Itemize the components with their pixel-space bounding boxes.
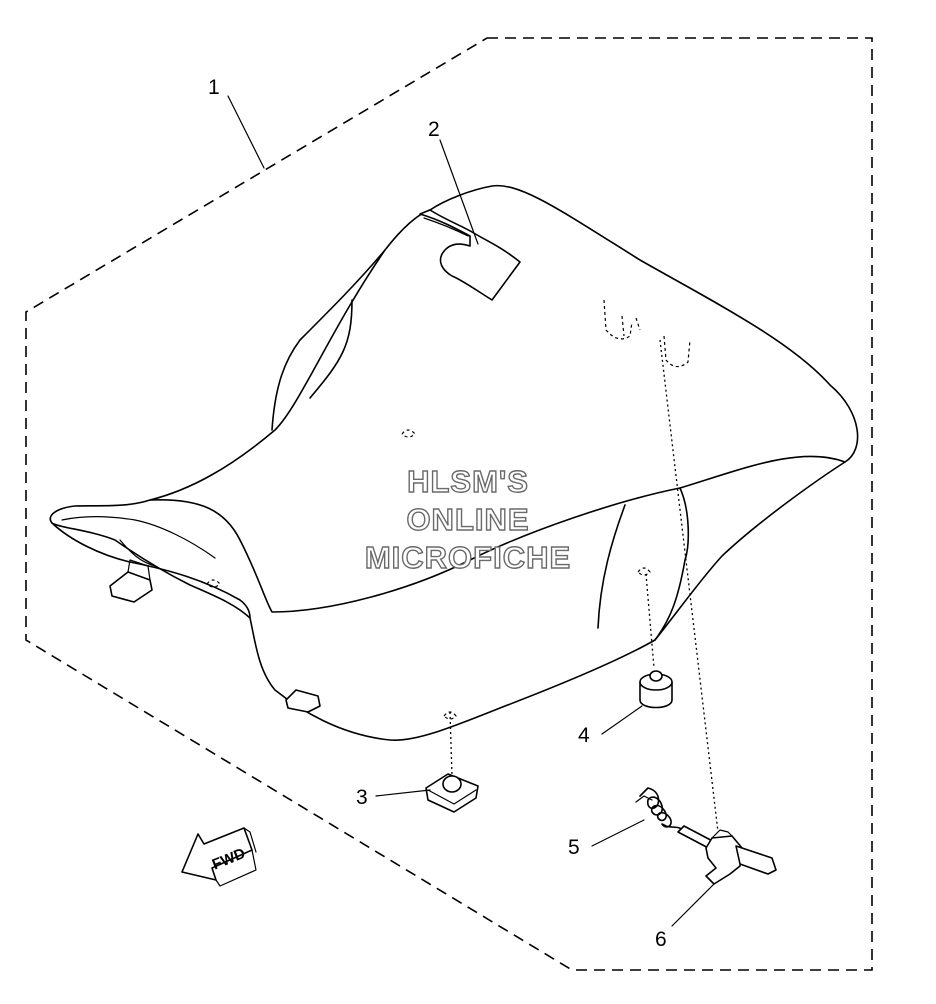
seat-front-side-line	[597, 504, 626, 629]
callout-2: 2	[428, 118, 440, 141]
rubber-damper	[637, 567, 673, 709]
spring-coils	[639, 787, 683, 831]
seat-hidden-hook-1	[603, 299, 641, 340]
seat-top-crease	[149, 455, 846, 613]
callout-3: 3	[356, 786, 368, 809]
leader-2	[439, 139, 479, 245]
hook-lever	[735, 845, 777, 875]
rubber-damper-stem	[649, 670, 663, 682]
seat-side-panel-edge	[309, 299, 353, 399]
seat-rear-underside	[119, 539, 156, 567]
seat-front-bracket	[285, 689, 321, 713]
rubber-damper-mark	[637, 567, 651, 576]
leader-1	[227, 95, 265, 169]
callout-5: 5	[568, 836, 580, 859]
watermark-line-3: MICROFICHE	[365, 540, 571, 575]
seat-rear-bracket	[109, 571, 153, 603]
fwd-arrow-depth	[215, 827, 257, 887]
damper-plate-base	[425, 773, 479, 813]
leader-4	[601, 705, 643, 735]
spring	[635, 787, 683, 831]
hook-body	[705, 835, 743, 885]
spring-end	[635, 795, 653, 803]
strap	[419, 209, 521, 301]
callout-labels: 1 2 3 4 5 6	[208, 76, 667, 951]
callout-leaders	[227, 95, 715, 927]
damper-plate	[425, 711, 479, 813]
callout-1: 1	[208, 76, 220, 99]
seat-outline	[49, 184, 859, 741]
seat-rear-hump-edge	[271, 249, 386, 431]
seat-rear-lip	[51, 522, 251, 619]
strap-body	[419, 209, 521, 301]
watermark: HLSM'S ONLINE MICROFICHE	[364, 463, 571, 575]
seat-rear-lip-inner	[61, 516, 216, 559]
strap-fold-line	[423, 217, 469, 237]
assembly-boundary	[25, 37, 873, 971]
fwd-arrow-shape	[181, 827, 253, 881]
hook-detail	[711, 829, 733, 839]
callout-6: 6	[655, 928, 667, 951]
seat-mark-2	[206, 579, 221, 588]
leader-5	[591, 819, 645, 847]
hook	[677, 825, 777, 885]
seat-front-edge	[654, 487, 690, 641]
seat-mark-1	[401, 429, 416, 438]
damper-plate-edge	[427, 789, 477, 805]
leader-6	[671, 883, 715, 927]
leader-3	[375, 789, 431, 797]
watermark-line-1: HLSM'S	[407, 464, 529, 499]
seat-rear-bracket-side	[127, 559, 151, 581]
damper-plate-knob	[442, 775, 462, 793]
damper-plate-mark	[443, 711, 457, 720]
damper-plate-leader	[449, 711, 453, 777]
rubber-damper-leader	[645, 573, 655, 669]
fwd-arrow: FWD	[181, 827, 257, 887]
seat-assembly	[49, 184, 859, 741]
watermark-line-2: ONLINE	[406, 502, 529, 537]
callout-4: 4	[578, 724, 590, 747]
seat-hidden-hook-2	[663, 335, 691, 368]
